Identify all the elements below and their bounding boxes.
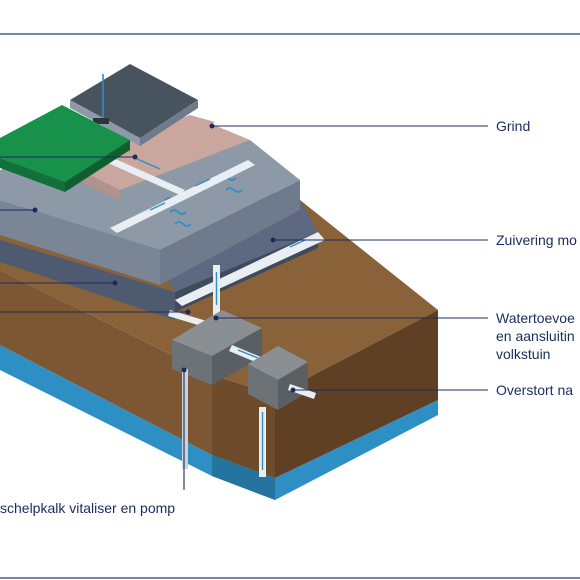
label-watertoevoer-line1: Watertoevoe	[496, 310, 575, 326]
ripple-2	[169, 209, 187, 215]
overflow-flow	[237, 349, 259, 359]
soil-notch	[212, 455, 275, 500]
drain-flow-2	[149, 202, 166, 211]
gravel-pad	[135, 115, 215, 158]
dark-roof-top	[70, 64, 198, 138]
basin-base-top	[150, 200, 318, 292]
leader-left-2-dot	[32, 207, 38, 213]
label-watertoevoer-line2: en aansluitin	[496, 328, 575, 344]
green-roof-top	[0, 105, 130, 182]
label-schelpkalk: schelpkalk vitaliser en pomp	[0, 500, 175, 516]
leader-left-3-dot	[112, 280, 118, 286]
leader-zuivering-dot	[270, 237, 276, 243]
overstort-outlet	[288, 384, 316, 399]
drain-flow-1	[134, 157, 161, 170]
overstort-box-front	[248, 364, 278, 410]
soil-side	[275, 310, 438, 478]
vitaliser-box-front	[172, 340, 212, 385]
leader-overstort-dot	[290, 387, 296, 393]
drain-flow-3	[194, 178, 211, 187]
basin-slab-front	[0, 200, 160, 285]
leader-left-4-dot	[185, 309, 191, 315]
label-overstort: Overstort na	[496, 382, 573, 398]
basin-slab-side	[160, 180, 300, 285]
water-layer-front	[0, 345, 438, 500]
drain-pipe-1	[90, 150, 185, 195]
soil-front-left	[0, 270, 212, 455]
basin-base-front	[0, 240, 175, 320]
leader-watertoevoer-dot	[213, 315, 219, 321]
ripple-3	[174, 221, 192, 227]
drain-pipe-2	[110, 160, 255, 233]
concrete-basin	[0, 130, 325, 320]
overstort-box-top	[248, 346, 308, 380]
dark-roof-side	[140, 100, 198, 146]
label-zuivering: Zuivering mo	[496, 232, 577, 248]
leader-lines	[0, 123, 488, 490]
roof-area	[0, 64, 255, 233]
vitaliser-pipe	[182, 369, 188, 469]
vitaliser-box-side	[212, 328, 262, 385]
green-roof-side	[65, 140, 130, 192]
infrastructure	[168, 265, 316, 477]
leader-grind-dot	[209, 123, 215, 129]
leader-left-1-dot	[132, 154, 138, 160]
purification-channel	[175, 232, 325, 306]
gutter	[93, 118, 109, 124]
vitaliser-box-top	[172, 310, 262, 356]
leader-vitaliser-dot	[181, 367, 187, 373]
green-roof-front	[0, 158, 65, 192]
ripple-5	[225, 187, 243, 193]
channel-flow	[289, 239, 306, 248]
label-grind: Grind	[496, 118, 530, 134]
label-watertoevoer-line3: volkstuin	[496, 346, 550, 362]
